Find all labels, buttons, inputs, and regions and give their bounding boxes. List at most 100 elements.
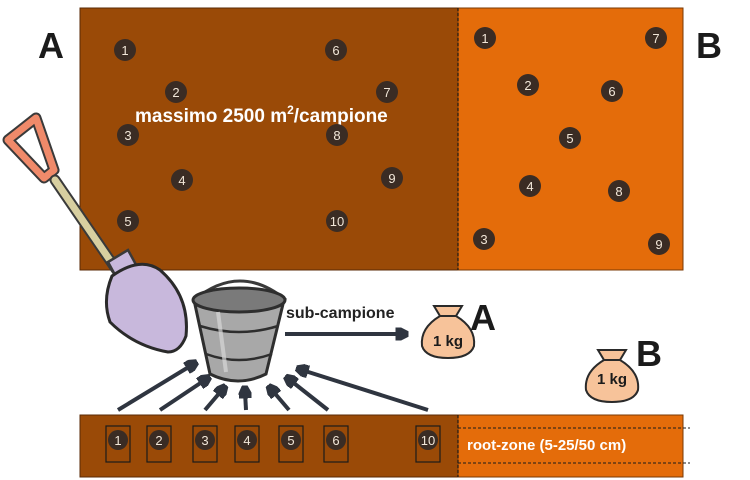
bag-b-letter: B [636, 333, 662, 374]
field-b-point-number: 6 [608, 84, 615, 99]
soil-cores: 1 2 3 4 5 6 10 [105, 425, 441, 463]
area-caption: massimo 2500 m2/campione [135, 103, 388, 127]
field-a-point-number: 9 [388, 171, 395, 186]
arrow-core-5 [272, 390, 291, 412]
area-caption-main: massimo 2500 m [135, 106, 287, 127]
field-a-point-number: 5 [124, 214, 131, 229]
arrow-core-1 [116, 365, 192, 412]
soil-core-outline [323, 425, 349, 463]
field-a-point-number: 2 [172, 85, 179, 100]
field-a-point-number: 4 [178, 173, 185, 188]
field-b-point-marker [601, 80, 623, 102]
soil-core-5: 5 [278, 425, 304, 463]
field-a-point-10: 10 [326, 210, 348, 232]
root-zone-label: root-zone (5-25/50 cm) [467, 437, 626, 454]
field-b-point-6: 6 [601, 80, 623, 102]
soil-core-number: 2 [155, 433, 162, 448]
field-b-point-marker [474, 27, 496, 49]
soil-core-outline [415, 425, 441, 463]
field-b-sample-points: 1 2 3 4 5 6 7 8 9 [473, 27, 670, 255]
field-a-point-marker [376, 81, 398, 103]
soil-core-1: 1 [105, 425, 131, 463]
soil-core-4: 4 [234, 425, 260, 463]
field-b-point-9: 9 [648, 233, 670, 255]
field-b-point-number: 7 [652, 31, 659, 46]
soil-core-number: 3 [201, 433, 208, 448]
field-a-point-marker [117, 210, 139, 232]
soil-core-6: 6 [323, 425, 349, 463]
soil-core-outline [146, 425, 172, 463]
field-b-point-number: 4 [526, 179, 533, 194]
arrow-core-2 [158, 380, 205, 412]
field-a-point-number: 1 [121, 43, 128, 58]
field-a-letter: A [38, 25, 64, 66]
field-a-point-marker [165, 81, 187, 103]
field-b-point-number: 9 [655, 237, 662, 252]
field-b-point-marker [608, 180, 630, 202]
area-caption-tail: /campione [294, 106, 388, 127]
soil-core-outline [278, 425, 304, 463]
bucket-icon [191, 279, 287, 383]
arrow-core-10 [302, 370, 429, 412]
soil-core-number: 1 [114, 433, 121, 448]
field-b-point-marker [473, 228, 495, 250]
soil-core-number: 6 [332, 433, 339, 448]
soil-core-marker [326, 430, 346, 450]
field-b-point-number: 8 [615, 184, 622, 199]
field-a-point-9: 9 [381, 167, 403, 189]
field-b-point-number: 1 [481, 31, 488, 46]
field-b-point-1: 1 [474, 27, 496, 49]
field-a-point-2: 2 [165, 81, 187, 103]
field-b-point-3: 3 [473, 228, 495, 250]
field-a-point-marker [117, 124, 139, 146]
soil-core-marker [418, 430, 438, 450]
field-b-point-number: 2 [524, 78, 531, 93]
field-a-point-marker [326, 210, 348, 232]
arrow-core-6 [290, 380, 330, 412]
field-a-point-6: 6 [325, 39, 347, 61]
soil-core-number: 4 [243, 433, 250, 448]
soil-core-number: 5 [287, 433, 294, 448]
subsample-label: sub-campione [286, 305, 395, 322]
field-a-point-number: 6 [332, 43, 339, 58]
field-a-point-marker [381, 167, 403, 189]
soil-core-marker [149, 430, 169, 450]
field-b-point-number: 3 [480, 232, 487, 247]
field-a-point-1: 1 [114, 39, 136, 61]
field-b-point-marker [519, 175, 541, 197]
soil-core-10: 10 [415, 425, 441, 463]
field-a-point-number: 7 [383, 85, 390, 100]
soil-core-marker [195, 430, 215, 450]
field-a-point-number: 10 [330, 214, 344, 229]
field-a-point-number: 3 [124, 128, 131, 143]
field-b-letter: B [696, 25, 722, 66]
field-a-point-3: 3 [117, 124, 139, 146]
field-b-point-8: 8 [608, 180, 630, 202]
soil-bag-icon: 1 kg [584, 349, 640, 404]
field-b-point-7: 7 [645, 27, 667, 49]
shovel-icon [2, 112, 188, 354]
soil-core-marker [237, 430, 257, 450]
arrow-core-4 [245, 392, 246, 411]
field-b-point-marker [517, 74, 539, 96]
bag-b-weight: 1 kg [597, 371, 627, 388]
field-a-area [79, 7, 459, 271]
field-a-point-marker [114, 39, 136, 61]
field-b-point-number: 5 [566, 131, 573, 146]
soil-core-outline [105, 425, 131, 463]
field-b-point-marker [645, 27, 667, 49]
soil-core-3: 3 [192, 425, 218, 463]
root-zone-strip-b [457, 414, 684, 478]
field-a-point-marker [326, 124, 348, 146]
soil-core-number: 10 [421, 433, 435, 448]
collection-arrows [116, 334, 429, 412]
field-b-point-marker [648, 233, 670, 255]
field-a-point-5: 5 [117, 210, 139, 232]
field-b-point-5: 5 [559, 127, 581, 149]
soil-bag-icon: 1 kg [420, 305, 476, 360]
field-a-point-7: 7 [376, 81, 398, 103]
area-caption-sup: 2 [287, 103, 294, 117]
field-a-point-marker [171, 169, 193, 191]
root-zone-strip-a [79, 414, 459, 478]
